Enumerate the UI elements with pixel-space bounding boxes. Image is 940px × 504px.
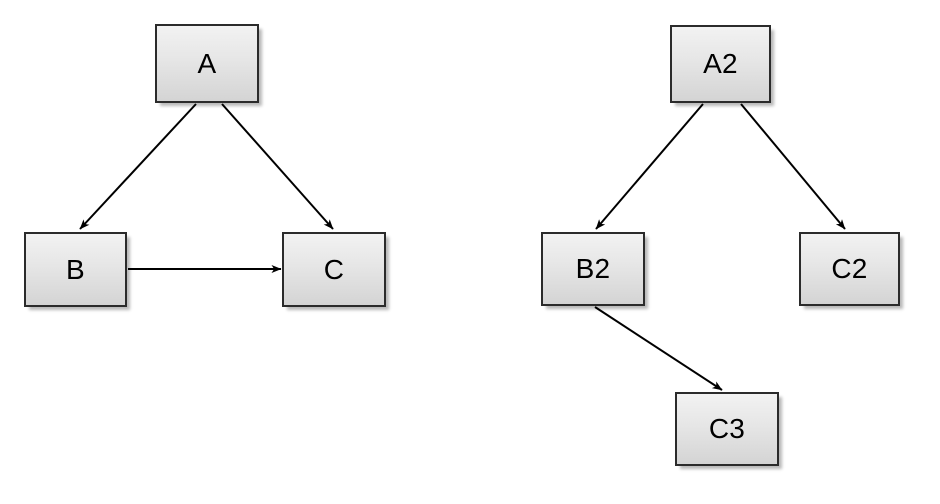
edge-a2-to-b2 <box>595 103 704 230</box>
node-a2[interactable]: A2 <box>670 25 771 103</box>
node-a2-label: A2 <box>703 48 738 79</box>
node-a[interactable]: A <box>155 24 259 103</box>
edge-a-to-b <box>79 103 197 230</box>
node-b2[interactable]: B2 <box>541 232 645 306</box>
node-b2-label: B2 <box>575 253 611 284</box>
node-c3[interactable]: C3 <box>675 392 779 466</box>
node-a-label: A <box>197 47 217 79</box>
edge-b2-to-c3 <box>594 306 723 391</box>
node-c2[interactable]: C2 <box>799 232 900 306</box>
node-b[interactable]: B <box>24 232 127 307</box>
node-c2-label: C2 <box>831 253 868 284</box>
node-c3-label: C3 <box>708 413 746 444</box>
edge-a-to-c <box>221 103 334 230</box>
node-c[interactable]: C <box>282 232 386 307</box>
edge-a2-to-c2 <box>740 103 846 230</box>
node-b-label: B <box>66 253 85 285</box>
node-c-label: C <box>323 253 345 285</box>
